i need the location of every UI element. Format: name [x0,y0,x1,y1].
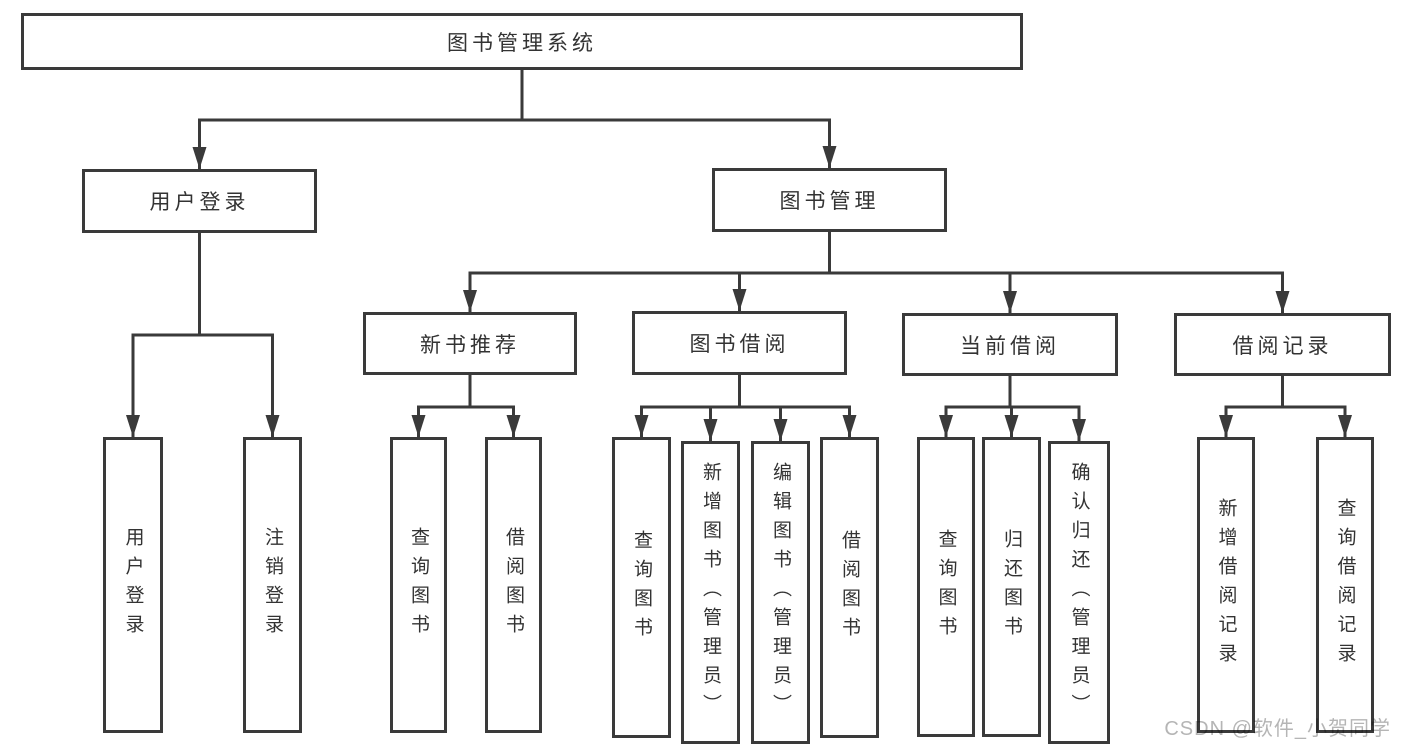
node-leaf-return-books: 归还图书 [982,437,1041,737]
node-leaf-add-borrow-record: 新增借阅记录 [1197,437,1255,733]
node-leaf-newbook-borrow-books: 借阅图书 [485,437,542,733]
node-leaf-user-login: 用户登录 [103,437,163,733]
node-leaf-borrowing-query-books: 查询图书 [612,437,671,738]
node-user-login: 用户登录 [82,169,317,233]
node-library-management-system: 图书管理系统 [21,13,1023,70]
node-leaf-current-query-books: 查询图书 [917,437,975,737]
node-leaf-logout: 注销登录 [243,437,302,733]
node-leaf-confirm-return-admin: 确认归还（管理员） [1048,441,1110,744]
node-borrowing-records: 借阅记录 [1174,313,1391,376]
node-leaf-add-books-admin: 新增图书（管理员） [681,441,740,744]
node-new-book-recommendation: 新书推荐 [363,312,577,375]
node-current-borrowing: 当前借阅 [902,313,1118,376]
node-leaf-edit-books-admin: 编辑图书（管理员） [751,441,810,744]
node-book-management: 图书管理 [712,168,947,232]
node-leaf-borrowing-borrow-books: 借阅图书 [820,437,879,738]
csdn-watermark: CSDN @软件_小贺同学 [1164,718,1391,740]
node-leaf-query-borrow-record: 查询借阅记录 [1316,437,1374,733]
node-book-borrowing: 图书借阅 [632,311,847,375]
node-leaf-newbook-query-books: 查询图书 [390,437,447,733]
